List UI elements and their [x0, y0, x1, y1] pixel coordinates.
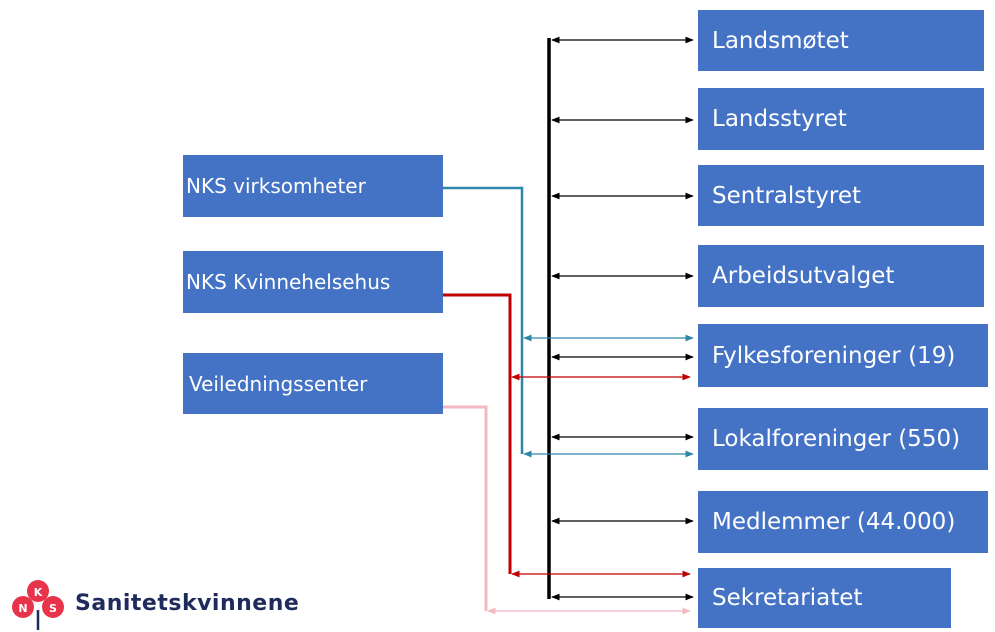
box-arbeidsutvalget: Arbeidsutvalget — [698, 245, 984, 307]
veiledningssenter-link-line — [443, 405, 488, 611]
box-nks-kvinnehelsehus-label: NKS Kvinnehelsehus — [186, 270, 391, 294]
box-landsmotet-label: Landsmøtet — [712, 27, 849, 54]
box-arbeidsutvalget-label: Arbeidsutvalget — [712, 263, 895, 289]
box-sekretariatet-label: Sekretariatet — [712, 585, 863, 611]
box-landsstyret-label: Landsstyret — [712, 106, 847, 132]
nks-clover-logo-icon: K N S — [12, 580, 64, 630]
box-nks-virksomheter: NKS virksomheter — [183, 155, 443, 217]
box-sekretariatet: Sekretariatet — [698, 568, 951, 628]
box-landsstyret: Landsstyret — [698, 88, 984, 150]
box-veiledningssenter-label: Veiledningssenter — [189, 371, 368, 396]
box-lokalforeninger: Lokalforeninger (550) — [698, 408, 988, 470]
box-veiledningssenter: Veiledningssenter — [183, 353, 443, 414]
box-nks-kvinnehelsehus: NKS Kvinnehelsehus — [183, 251, 443, 313]
box-lokalforeninger-label: Lokalforeninger (550) — [712, 426, 961, 452]
box-landsmotet: Landsmøtet — [698, 10, 984, 71]
box-sentralstyret-label: Sentralstyret — [712, 182, 862, 209]
box-fylkesforeninger-label: Fylkesforeninger (19) — [712, 342, 956, 369]
logo-mark-letter-k: K — [34, 586, 43, 599]
logo-mark-letter-s: S — [49, 602, 57, 615]
box-fylkesforeninger: Fylkesforeninger (19) — [698, 324, 988, 387]
logo-wordmark: Sanitetskvinnene — [75, 591, 300, 616]
box-sentralstyret: Sentralstyret — [698, 165, 984, 226]
box-medlemmer-label: Medlemmer (44.000) — [712, 509, 956, 535]
logo-mark-letter-n: N — [18, 602, 27, 615]
box-medlemmer: Medlemmer (44.000) — [698, 491, 988, 553]
virksomheter-link-line — [443, 186, 524, 454]
kvinnehelsehus-link-line — [443, 293, 512, 574]
box-nks-virksomheter-label: NKS virksomheter — [186, 174, 366, 198]
